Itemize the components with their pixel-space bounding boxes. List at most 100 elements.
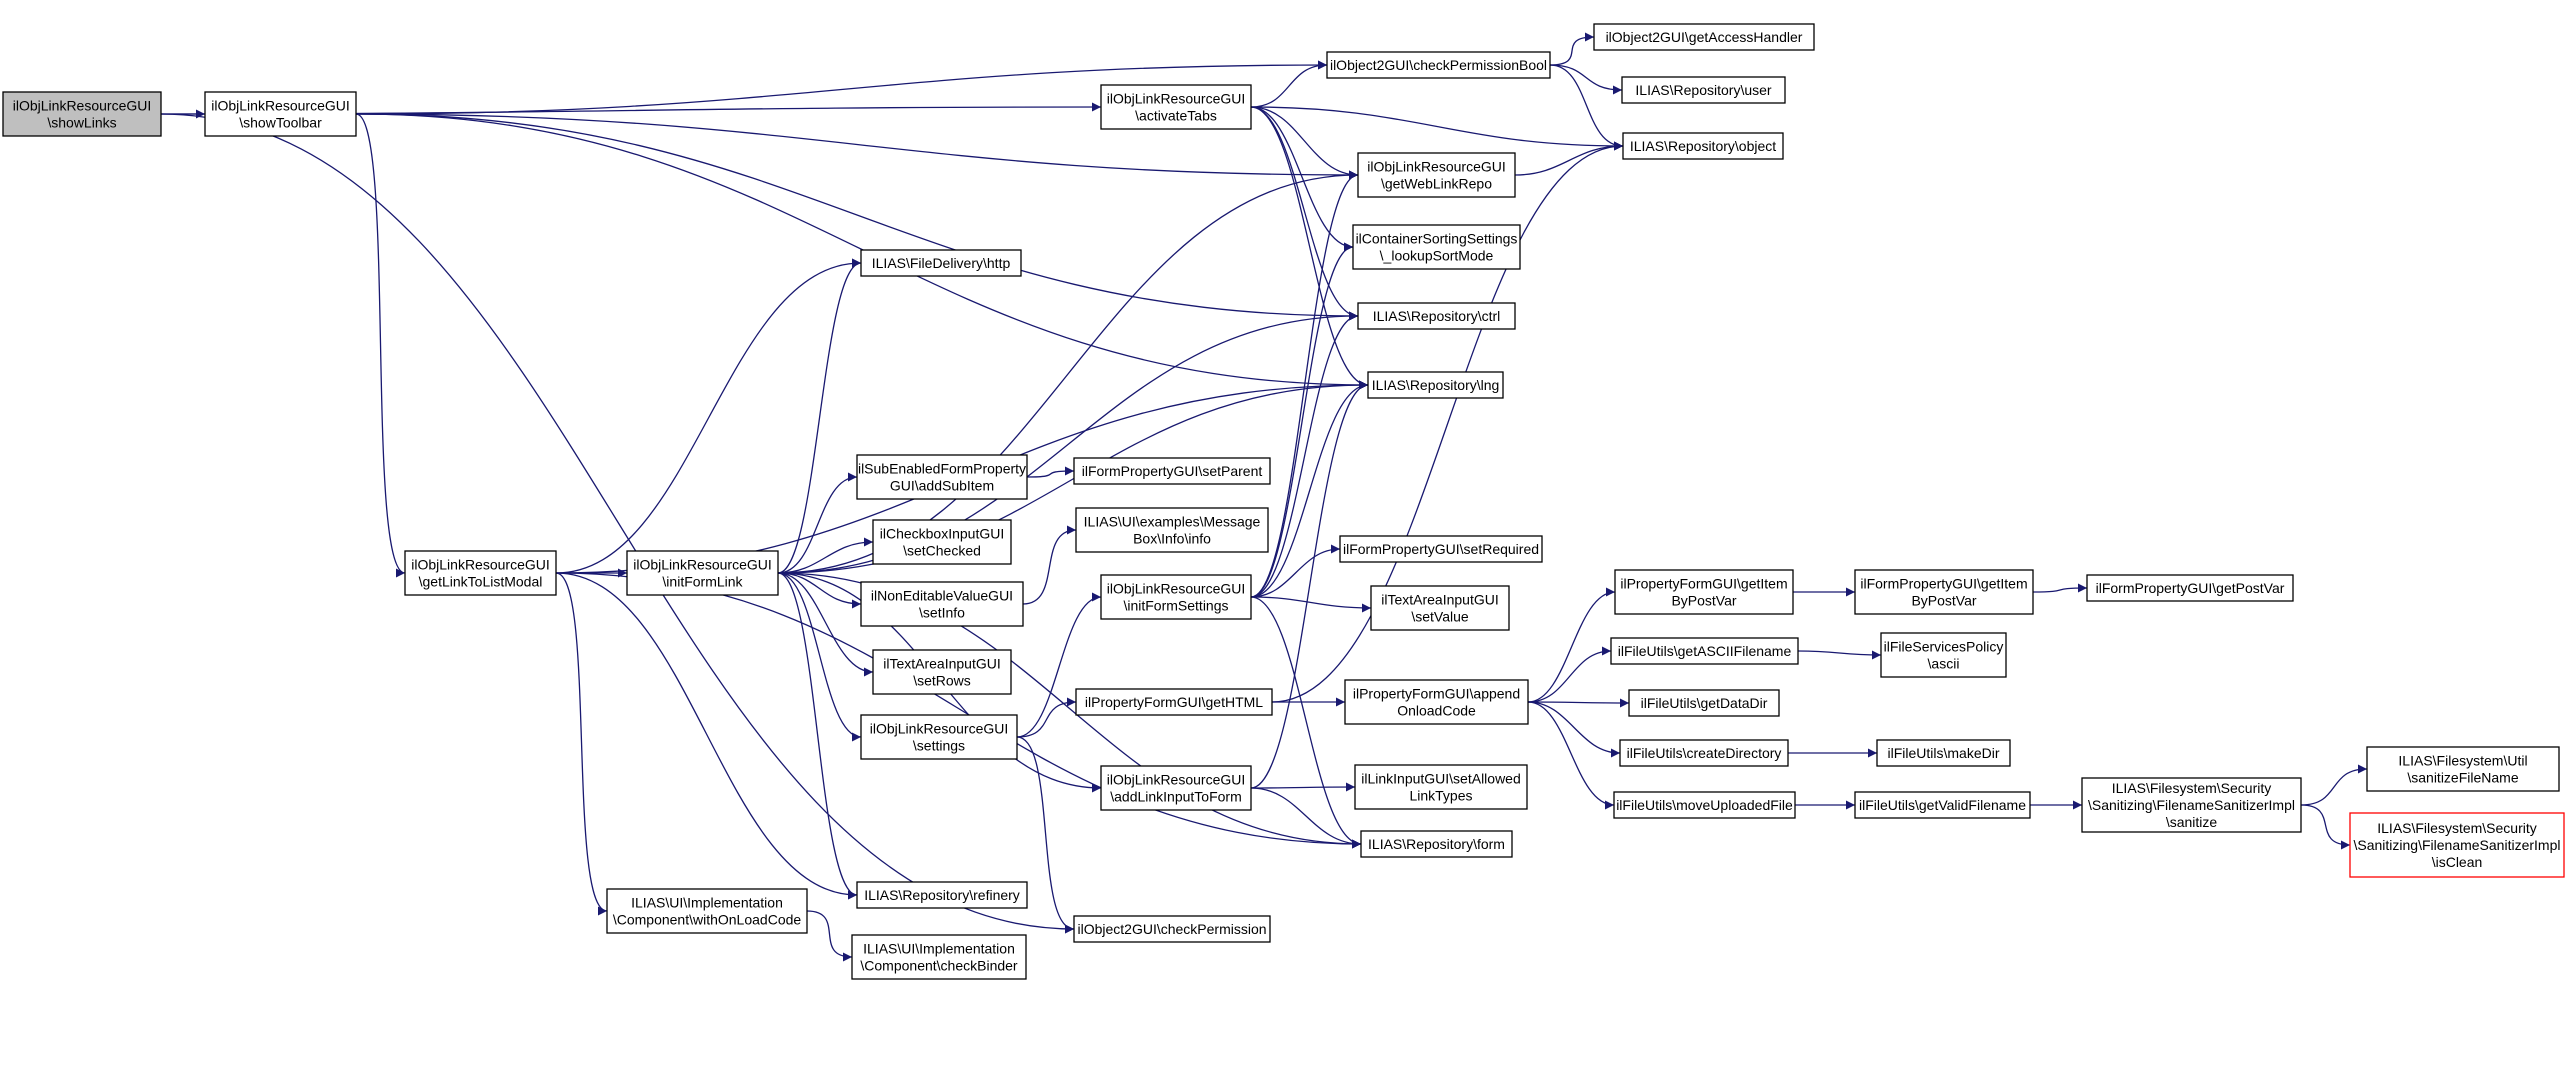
- node-object[interactable]: ILIAS\Repository\object: [1622, 132, 1784, 160]
- node-label: ILIAS\Repository\object: [1630, 138, 1776, 154]
- node-label: ILIAS\Repository\user: [1635, 82, 1772, 98]
- node-checkPermissionBool[interactable]: ilObject2GUI\checkPermissionBool: [1326, 51, 1551, 79]
- node-getPostVar[interactable]: ilFormPropertyGUI\getPostVar: [2086, 574, 2294, 602]
- node-isClean[interactable]: ILIAS\Filesystem\Security\Sanitizing\Fil…: [2349, 812, 2565, 878]
- node-label: ILIAS\FileDelivery\http: [872, 255, 1011, 271]
- node-checkBinder[interactable]: ILIAS\UI\Implementation\Component\checkB…: [851, 934, 1027, 980]
- node-label: ILIAS\Repository\form: [1368, 836, 1505, 852]
- node-box: [1100, 84, 1252, 130]
- node-label: \Sanitizing\FilenameSanitizerImpl: [2088, 797, 2295, 813]
- node-user[interactable]: ILIAS\Repository\user: [1621, 76, 1786, 104]
- node-checkPermission[interactable]: ilObject2GUI\checkPermission: [1073, 915, 1271, 943]
- node-makeDir[interactable]: ilFileUtils\makeDir: [1876, 739, 2011, 767]
- edge-initFormSettings-to-lng: [1250, 380, 1369, 598]
- node-label: ilObject2GUI\checkPermissionBool: [1330, 57, 1547, 73]
- node-label: ilFileUtils\createDirectory: [1627, 745, 1782, 761]
- node-label: \initFormSettings: [1123, 598, 1228, 614]
- node-box: [1614, 569, 1794, 615]
- node-showToolbar[interactable]: ilObjLinkResourceGUI\showToolbar: [204, 91, 357, 137]
- node-form[interactable]: ILIAS\Repository\form: [1360, 830, 1513, 858]
- node-showLinks[interactable]: ilObjLinkResourceGUI\showLinks: [2, 91, 162, 137]
- function-nodes: ilObjLinkResourceGUI\showLinksilObjLinkR…: [2, 23, 2565, 980]
- node-setRows[interactable]: ilTextAreaInputGUI\setRows: [872, 649, 1012, 695]
- node-label: ilFormPropertyGUI\setRequired: [1343, 541, 1539, 557]
- edge-showToolbar-to-getLinkToListModal: [355, 113, 406, 578]
- node-getValidFilename[interactable]: ilFileUtils\getValidFilename: [1854, 791, 2031, 819]
- node-box: [1619, 739, 1789, 767]
- edge-activateTabs-to-lookupSortMode: [1250, 106, 1354, 252]
- node-label: ilLinkInputGUI\setAllowed: [1361, 771, 1521, 787]
- node-label: ilObjLinkResourceGUI: [411, 557, 550, 573]
- node-box: [1621, 76, 1786, 104]
- node-addLinkInputToForm[interactable]: ilObjLinkResourceGUI\addLinkInputToForm: [1100, 765, 1252, 811]
- node-settings[interactable]: ilObjLinkResourceGUI\settings: [860, 714, 1018, 760]
- node-sanitize[interactable]: ILIAS\Filesystem\Security\Sanitizing\Fil…: [2081, 777, 2302, 833]
- node-moveUploadedFile[interactable]: ilFileUtils\moveUploadedFile: [1613, 791, 1796, 819]
- node-label: \setValue: [1411, 609, 1469, 625]
- node-label: ilFileUtils\getDataDir: [1641, 695, 1768, 711]
- node-label: ilObjLinkResourceGUI: [1107, 772, 1246, 788]
- node-label: \sanitizeFileName: [2407, 770, 2518, 786]
- node-ascii[interactable]: ilFileServicesPolicy\ascii: [1880, 632, 2007, 678]
- edge-showToolbar-to-getWebLinkRepo: [355, 113, 1359, 180]
- edge-activateTabs-to-ctrl: [1250, 106, 1359, 321]
- node-lookupSortMode[interactable]: ilContainerSortingSettings\_lookupSortMo…: [1352, 224, 1521, 270]
- node-box: [1073, 457, 1271, 485]
- node-box: [1622, 132, 1784, 160]
- node-setChecked[interactable]: ilCheckboxInputGUI\setChecked: [872, 519, 1012, 565]
- node-getHTML[interactable]: ilPropertyFormGUI\getHTML: [1075, 688, 1273, 716]
- node-label: \ascii: [1928, 656, 1960, 672]
- node-getWebLinkRepo[interactable]: ilObjLinkResourceGUI\getWebLinkRepo: [1357, 152, 1516, 198]
- node-sanitizeFileName[interactable]: ILIAS\Filesystem\Util\sanitizeFileName: [2366, 746, 2560, 792]
- node-initFormSettings[interactable]: ilObjLinkResourceGUI\initFormSettings: [1100, 574, 1252, 620]
- edge-initFormSettings-to-setRequired: [1250, 544, 1341, 598]
- node-fileDeliveryHttp[interactable]: ILIAS\FileDelivery\http: [860, 249, 1022, 277]
- node-initFormLink[interactable]: ilObjLinkResourceGUI\initFormLink: [626, 550, 779, 596]
- node-box: [860, 249, 1022, 277]
- node-getDataDir[interactable]: ilFileUtils\getDataDir: [1628, 689, 1780, 717]
- node-createDirectory[interactable]: ilFileUtils\createDirectory: [1619, 739, 1789, 767]
- node-label: ilFileUtils\makeDir: [1887, 745, 1999, 761]
- node-setValue[interactable]: ilTextAreaInputGUI\setValue: [1370, 585, 1510, 631]
- node-label: \sanitize: [2166, 814, 2218, 830]
- node-label: ilPropertyFormGUI\getItem: [1620, 576, 1787, 592]
- edge-addLinkInputToForm-to-lng: [1250, 380, 1369, 789]
- node-box: [872, 519, 1012, 565]
- node-box: [1326, 51, 1551, 79]
- node-lng[interactable]: ILIAS\Repository\lng: [1367, 371, 1504, 399]
- node-box: [1593, 23, 1815, 51]
- node-getASCIIFilename[interactable]: ilFileUtils\getASCIIFilename: [1610, 637, 1799, 665]
- node-ctrl[interactable]: ILIAS\Repository\ctrl: [1357, 302, 1516, 330]
- node-refinery[interactable]: ILIAS\Repository\refinery: [856, 881, 1028, 909]
- node-label: \showToolbar: [239, 115, 322, 131]
- node-box: [1360, 830, 1513, 858]
- edge-appendOnloadCode-to-createDirectory: [1527, 701, 1621, 758]
- node-label: ilObject2GUI\getAccessHandler: [1606, 29, 1803, 45]
- node-activateTabs[interactable]: ilObjLinkResourceGUI\activateTabs: [1100, 84, 1252, 130]
- node-getLinkToListModal[interactable]: ilObjLinkResourceGUI\getLinkToListModal: [404, 550, 557, 596]
- node-box: [1100, 574, 1252, 620]
- edge-showToolbar-to-checkPermissionBool: [355, 60, 1328, 115]
- node-withOnLoadCode[interactable]: ILIAS\UI\Implementation\Component\withOn…: [606, 888, 808, 934]
- node-box: [1339, 535, 1543, 563]
- node-label: ilObjLinkResourceGUI: [13, 98, 152, 114]
- node-box: [1075, 507, 1269, 553]
- node-label: \initFormLink: [662, 574, 743, 590]
- node-setParent[interactable]: ilFormPropertyGUI\setParent: [1073, 457, 1271, 485]
- node-label: ILIAS\Filesystem\Security: [2112, 780, 2272, 796]
- node-label: ilFileUtils\moveUploadedFile: [1616, 797, 1793, 813]
- edge-activateTabs-to-getWebLinkRepo: [1250, 106, 1359, 180]
- node-box: [860, 581, 1024, 627]
- node-setRequired[interactable]: ilFormPropertyGUI\setRequired: [1339, 535, 1543, 563]
- node-label: ilContainerSortingSettings: [1356, 231, 1518, 247]
- node-setInfo[interactable]: ilNonEditableValueGUI\setInfo: [860, 581, 1024, 627]
- node-getAccessHandler[interactable]: ilObject2GUI\getAccessHandler: [1593, 23, 1815, 51]
- node-box: [1354, 764, 1528, 810]
